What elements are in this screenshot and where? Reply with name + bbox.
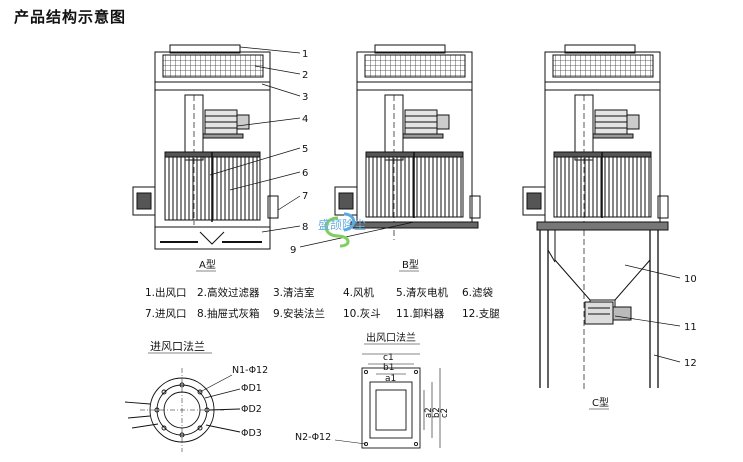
outlet-flange-a bbox=[169, 44, 241, 54]
callout-4: 4 bbox=[302, 114, 308, 125]
callout-11: 11 bbox=[684, 322, 697, 333]
watermark-logo bbox=[324, 212, 356, 248]
callout-1: 1 bbox=[302, 49, 308, 60]
discharger-c bbox=[584, 301, 614, 325]
inlet-d1-label: ΦD1 bbox=[241, 383, 262, 394]
mounting-flange-c bbox=[536, 221, 669, 231]
outlet-flange-title: 出风口法兰 bbox=[366, 331, 416, 344]
type-c-label: C型 bbox=[592, 396, 609, 409]
inlet-d3-label: ΦD3 bbox=[241, 428, 262, 439]
callout-12: 12 bbox=[684, 358, 697, 369]
outlet-b2-label: b2 bbox=[432, 407, 442, 418]
callout-6: 6 bbox=[302, 168, 308, 179]
type-a-label: A型 bbox=[199, 258, 216, 271]
inlet-flange-title: 进风口法兰 bbox=[150, 339, 205, 353]
legend-item-3: 3.清洁室 bbox=[273, 287, 315, 299]
legend-item-4: 4.风机 bbox=[343, 287, 375, 299]
watermark-text: 盛颉除尘 bbox=[318, 218, 367, 232]
page-title: 产品结构示意图 bbox=[14, 8, 127, 26]
legend-item-6: 6.滤袋 bbox=[462, 287, 494, 299]
legend-item-11: 11.卸料器 bbox=[396, 308, 445, 320]
callout-10: 10 bbox=[684, 274, 697, 285]
outlet-a1-label: a1 bbox=[385, 374, 396, 384]
legend-item-8: 8.抽屉式灰箱 bbox=[197, 308, 260, 320]
legend-item-12: 12.支腿 bbox=[462, 308, 500, 320]
hepa-filter-a bbox=[162, 54, 264, 78]
callout-3: 3 bbox=[302, 92, 308, 103]
legend-item-5: 5.清灰电机 bbox=[396, 287, 449, 299]
callout-9: 9 bbox=[290, 245, 296, 256]
outlet-c2-label: c2 bbox=[440, 408, 450, 418]
ash-drawer-a bbox=[154, 226, 271, 250]
callout-5: 5 bbox=[302, 144, 308, 155]
unit-type-c bbox=[522, 44, 669, 390]
legend-item-7: 7.进风口 bbox=[145, 308, 187, 320]
unit-type-a bbox=[132, 44, 279, 250]
unit-type-b bbox=[334, 44, 481, 240]
type-b-label: B型 bbox=[402, 258, 419, 271]
outlet-c1-label: c1 bbox=[383, 353, 394, 363]
outlet-b1-label: b1 bbox=[383, 363, 394, 373]
legend-item-10: 10.灰斗 bbox=[343, 308, 381, 320]
inlet-holes-label: N1-Φ12 bbox=[232, 365, 268, 376]
callout-2: 2 bbox=[302, 70, 308, 81]
outlet-a2-label: a2 bbox=[424, 407, 434, 418]
callout-8: 8 bbox=[302, 222, 308, 233]
legend-item-1: 1.出风口 bbox=[145, 287, 187, 299]
outlet-flange-drawing bbox=[334, 353, 441, 449]
callout-leaders bbox=[209, 46, 681, 363]
legend-item-2: 2.高效过滤器 bbox=[197, 287, 260, 299]
ash-hopper-c bbox=[554, 230, 651, 301]
outlet-holes-label: N2-Φ12 bbox=[295, 432, 331, 443]
callout-7: 7 bbox=[302, 191, 308, 202]
inlet-d2-label: ΦD2 bbox=[241, 404, 262, 415]
inlet-flange-drawing bbox=[124, 368, 241, 452]
legend-item-9: 9.安装法兰 bbox=[273, 308, 326, 320]
